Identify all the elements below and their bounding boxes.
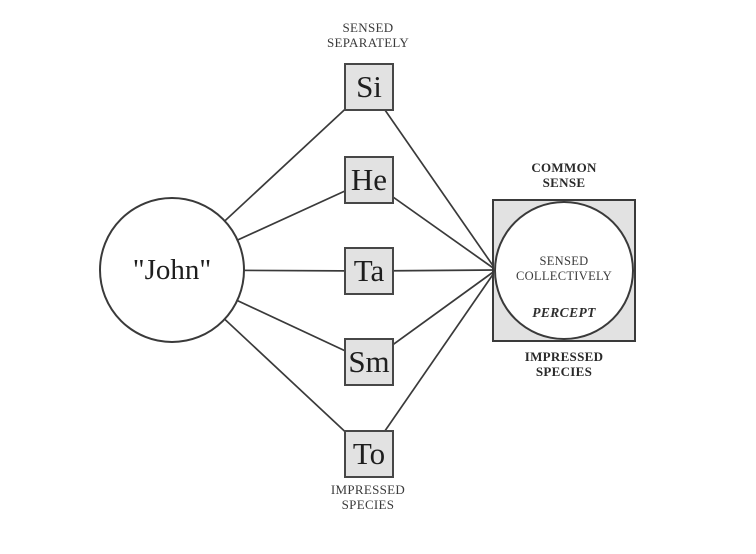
impressed-species-bottom-line2: SPECIES (341, 497, 395, 512)
sense-box-ta: Ta (344, 247, 394, 295)
connector-to-commonsense (368, 269, 497, 455)
impressed-species-right-line2: SPECIES (535, 364, 593, 379)
sensed-separately-label: SENSED SEPARATELY (268, 20, 468, 50)
percept-circle (494, 201, 634, 340)
impressed-species-right-line1: IMPRESSED (524, 349, 604, 364)
common-sense-square: SENSED COLLECTIVELY PERCEPT (492, 199, 636, 342)
common-sense-label: COMMON SENSE (489, 160, 639, 190)
sense-box-ta-label: Ta (353, 253, 385, 288)
john-node: "John" (99, 197, 245, 343)
common-sense-line1: COMMON (531, 160, 597, 175)
sensed-collectively-label: SENSED COLLECTIVELY (494, 254, 634, 284)
sensed-separately-line1: SENSED (342, 20, 394, 35)
sensed-collectively-line2: COLLECTIVELY (515, 269, 613, 283)
sense-box-sm: Sm (344, 338, 394, 386)
connector-si-commonsense (368, 86, 497, 271)
sensed-collectively-line1: SENSED (539, 254, 589, 268)
sense-box-he: He (344, 156, 394, 204)
sense-box-to: To (344, 430, 394, 478)
common-sense-line2: SENSE (542, 175, 586, 190)
impressed-species-right-label: IMPRESSED SPECIES (489, 349, 639, 379)
sense-box-sm-label: Sm (348, 344, 390, 379)
percept-label: PERCEPT (532, 305, 596, 320)
john-node-label: "John" (132, 253, 212, 286)
sensed-separately-line2: SEPARATELY (326, 35, 410, 50)
sense-box-si-label: Si (356, 69, 382, 104)
sense-box-he-label: He (350, 162, 388, 197)
sense-box-to-label: To (352, 436, 386, 471)
impressed-species-bottom-label: IMPRESSED SPECIES (268, 482, 468, 512)
sense-box-si: Si (344, 63, 394, 111)
impressed-species-bottom-line1: IMPRESSED (330, 482, 406, 497)
